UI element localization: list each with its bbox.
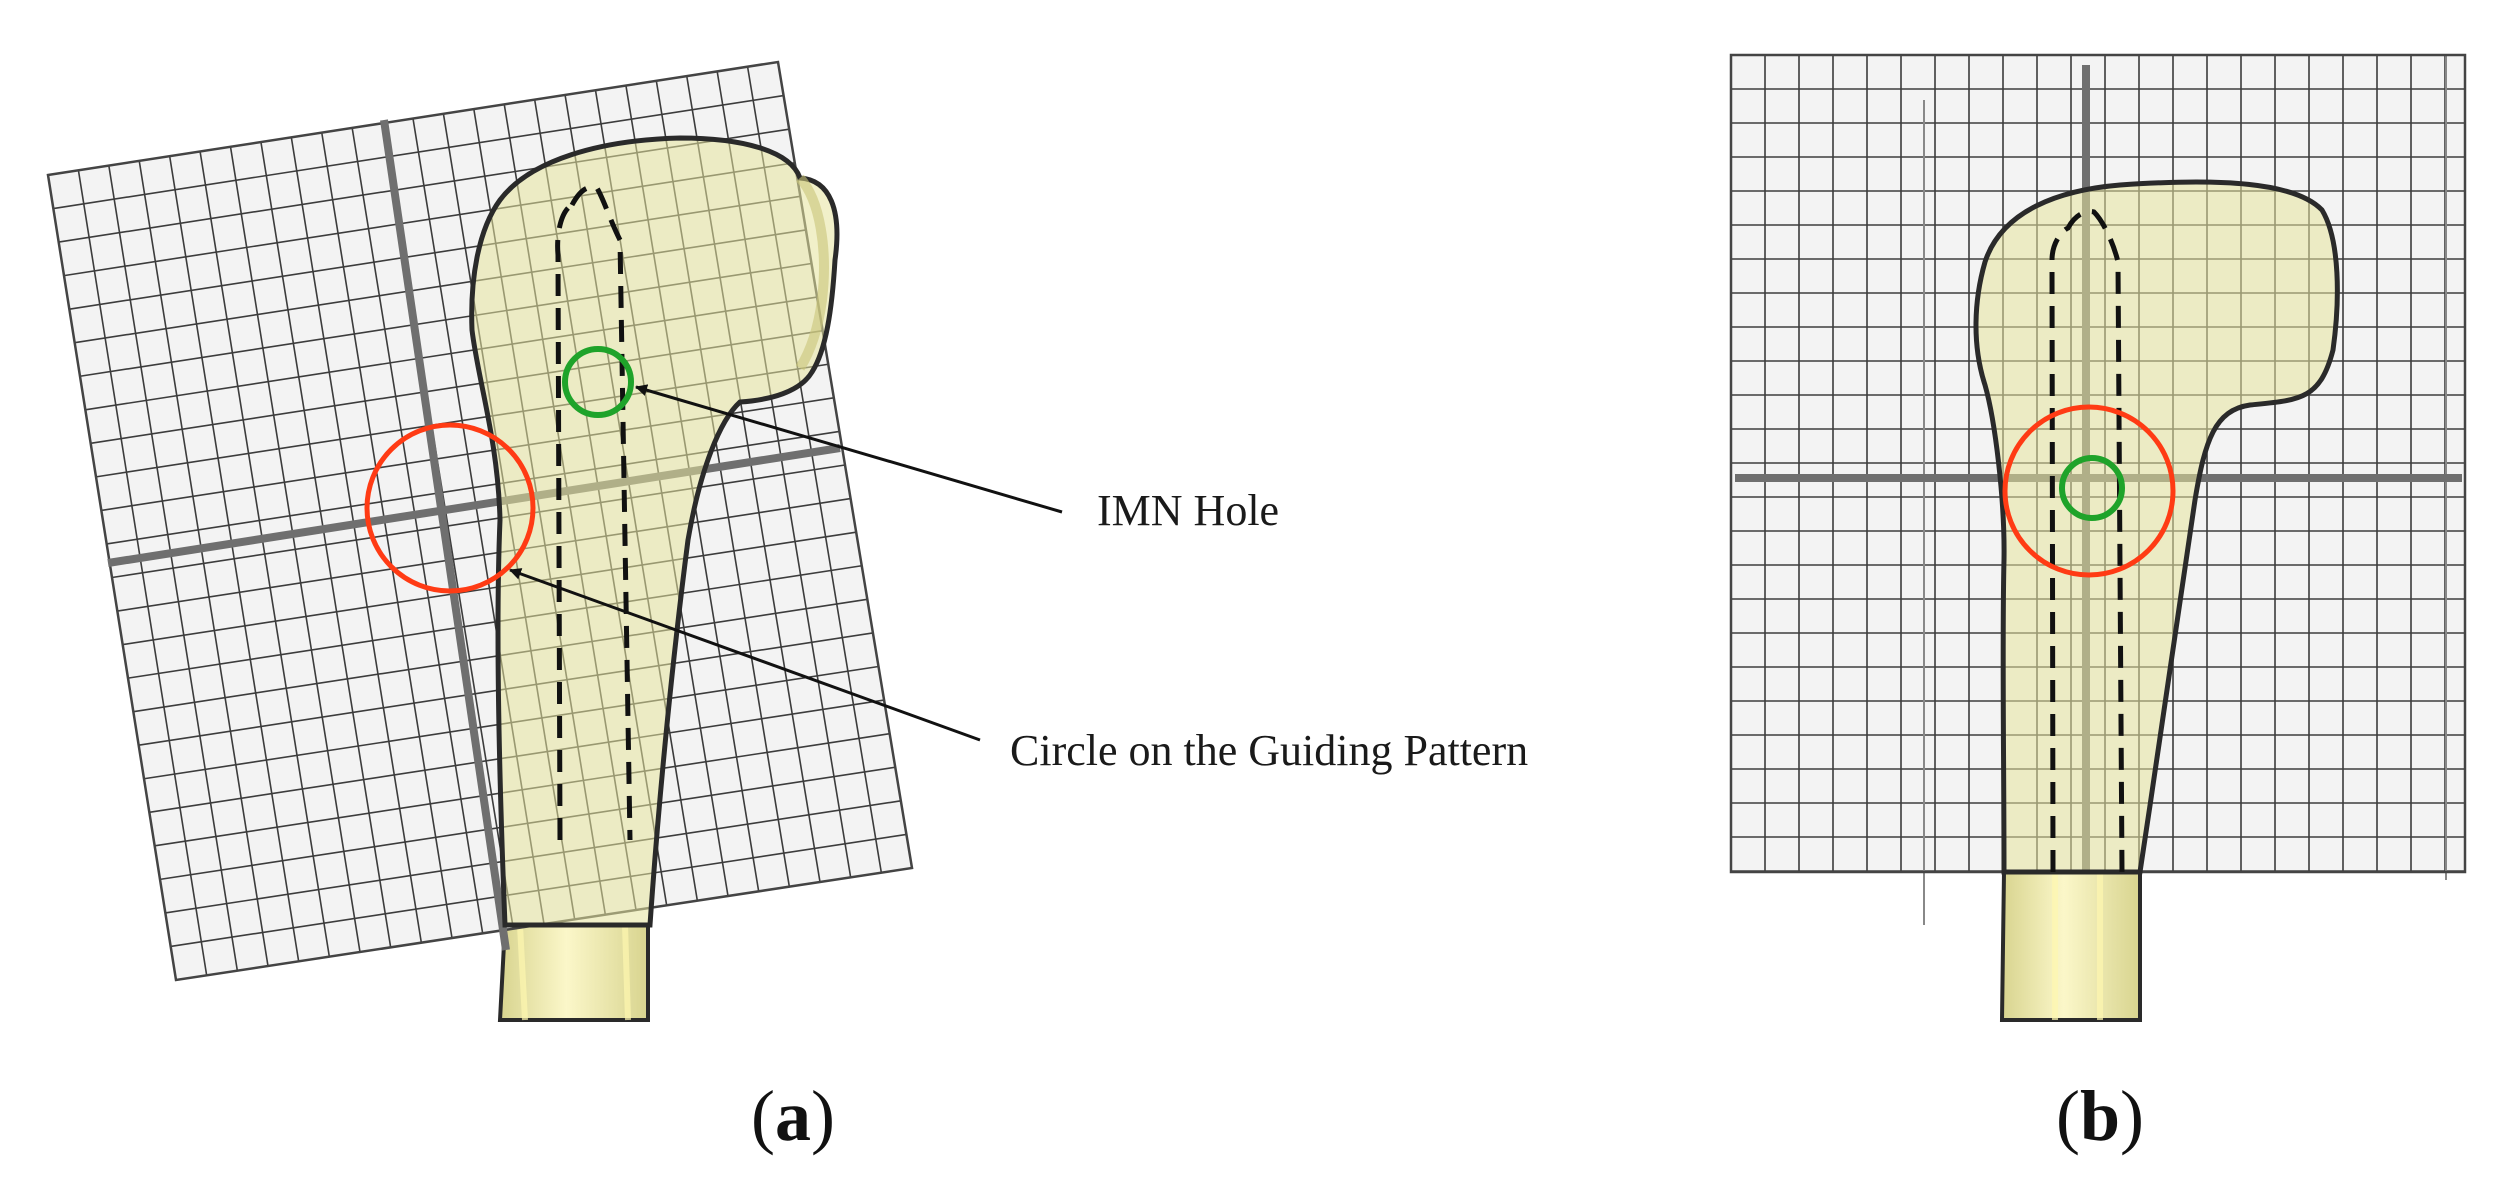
panel-b-label: (b) [2056,1076,2144,1156]
panel-a: IMN Hole Circle on the Guiding Pattern (… [46,60,1528,1156]
guide-circle-b [2002,404,2176,578]
vertical-axis-a [380,119,510,951]
bone-shaft-b [1999,870,2142,1022]
imn-hole-circle-b [2059,455,2125,521]
imn-hole-arrow [635,384,1063,514]
panel-b: (b) [1729,53,2467,1156]
imn-hole-label: IMN Hole [1097,486,1279,535]
imn-hole-circle-a [562,346,634,418]
guide-circle-label: Circle on the Guiding Pattern [1010,726,1528,775]
bone-head-b [1973,179,2340,875]
nail-outline-a [555,184,633,841]
horizontal-axis-a [107,444,841,567]
guide-circle-a [364,422,536,594]
panel-a-label: (a) [751,1076,835,1156]
guide-circle-arrow [509,568,981,742]
nail-outline-b [2049,209,2125,873]
bone-head-a [469,135,840,928]
